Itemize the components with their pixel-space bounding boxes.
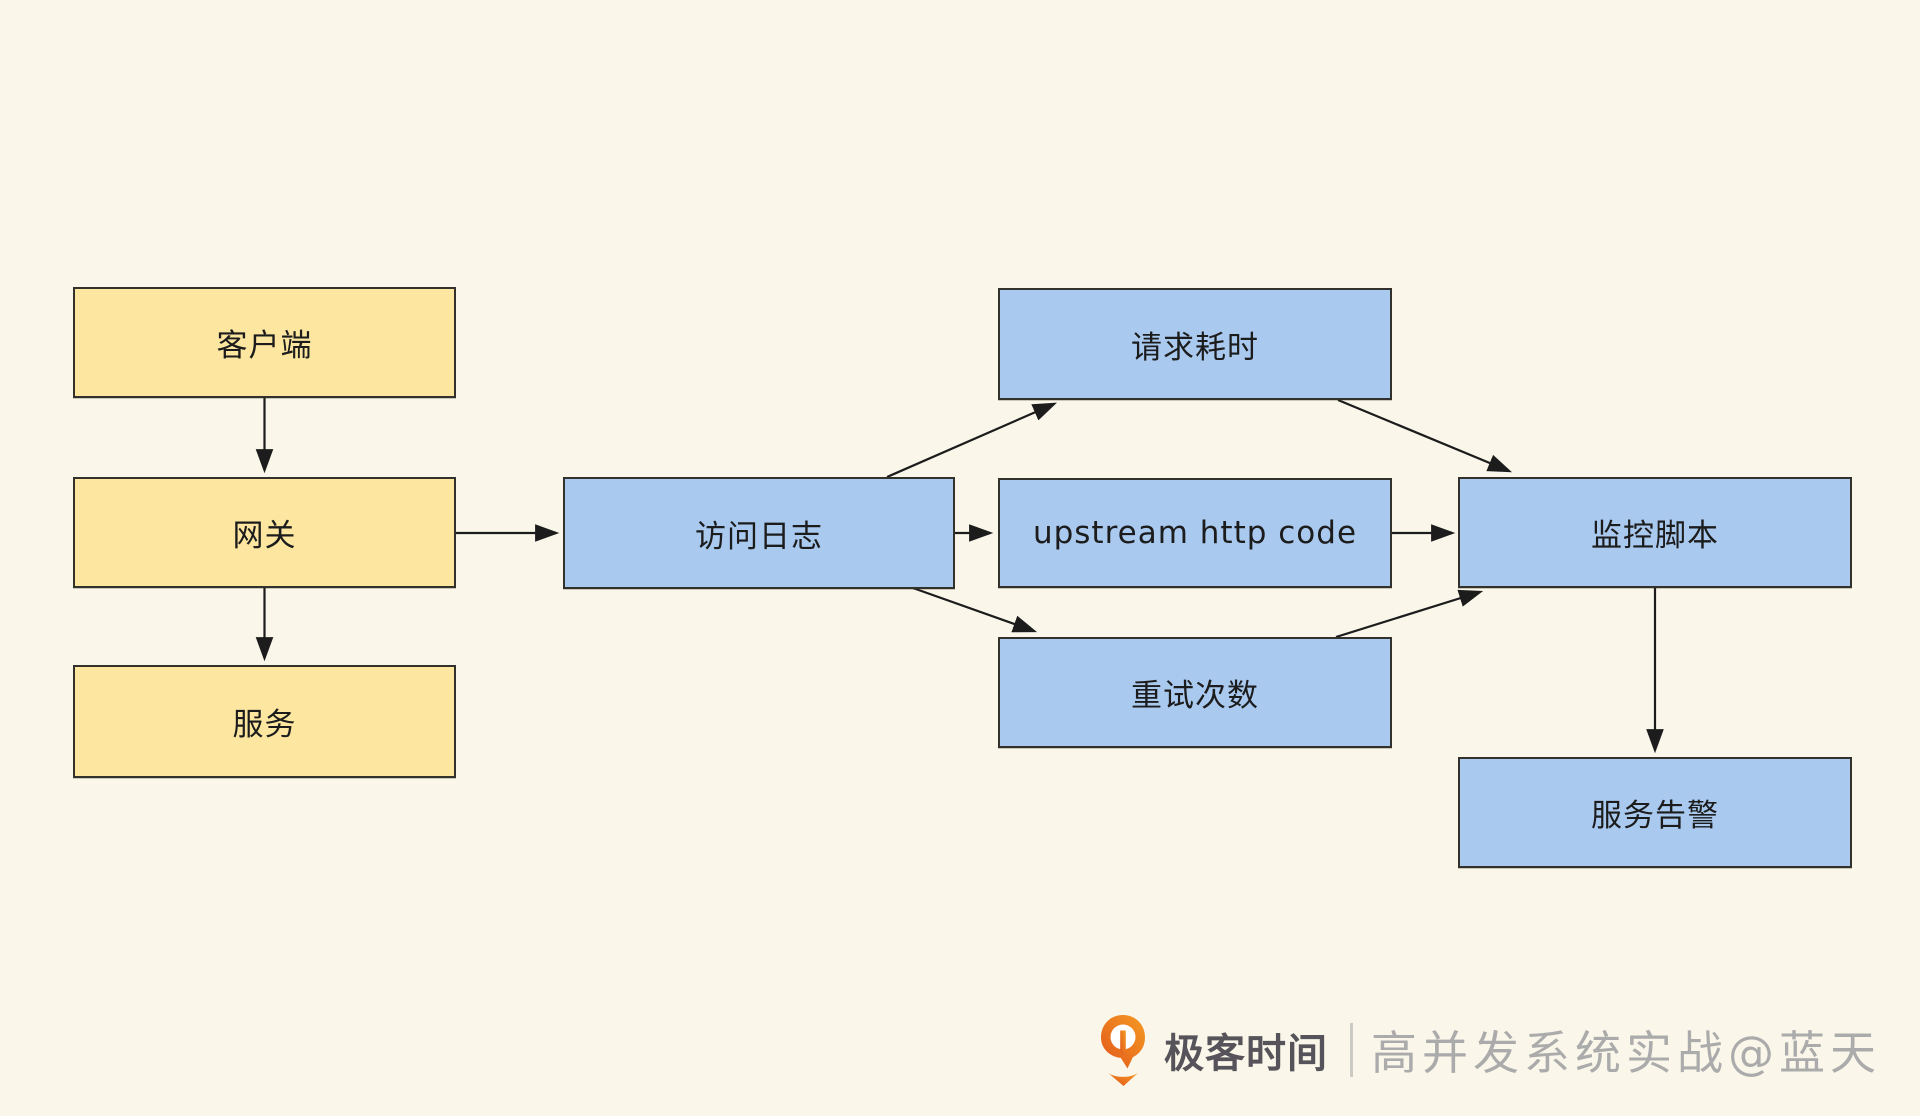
node-retry-count-label: 重试次数 bbox=[1131, 678, 1259, 714]
node-upstream-http-code-label: upstream http code bbox=[1032, 515, 1358, 551]
node-client-label: 客户端 bbox=[216, 328, 313, 364]
node-access-log: 访问日志 bbox=[563, 477, 955, 589]
edge-accesslog-requesttime bbox=[886, 402, 1058, 479]
node-request-time: 请求耗时 bbox=[998, 288, 1392, 400]
node-upstream-http-code: upstream http code bbox=[998, 478, 1392, 588]
edge-retrycount-monitorscript bbox=[1335, 589, 1484, 639]
node-monitor-script: 监控脚本 bbox=[1458, 477, 1852, 588]
node-gateway-label: 网关 bbox=[232, 518, 297, 554]
node-retry-count: 重试次数 bbox=[998, 637, 1392, 748]
node-service-alert-label: 服务告警 bbox=[1591, 798, 1719, 834]
node-gateway: 网关 bbox=[73, 477, 456, 588]
node-access-log-label: 访问日志 bbox=[695, 518, 823, 555]
node-request-time-label: 请求耗时 bbox=[1131, 329, 1259, 366]
node-service: 服务 bbox=[73, 665, 456, 778]
footer-caption: 高并发系统实战@蓝天 bbox=[1371, 1026, 1881, 1080]
node-monitor-script-label: 监控脚本 bbox=[1591, 518, 1719, 554]
edge-accesslog-retrycount bbox=[912, 586, 1038, 633]
node-client: 客户端 bbox=[73, 287, 456, 398]
footer-divider bbox=[1350, 1023, 1353, 1077]
geektime-logo-icon bbox=[1101, 1015, 1145, 1086]
node-service-label: 服务 bbox=[232, 707, 297, 743]
node-service-alert: 服务告警 bbox=[1458, 757, 1852, 868]
brand-name: 极客时间 bbox=[1164, 1031, 1328, 1077]
footer-watermark: 极客时间 高并发系统实战@蓝天 bbox=[1098, 1008, 1881, 1092]
edge-requesttime-monitorscript bbox=[1337, 398, 1513, 473]
